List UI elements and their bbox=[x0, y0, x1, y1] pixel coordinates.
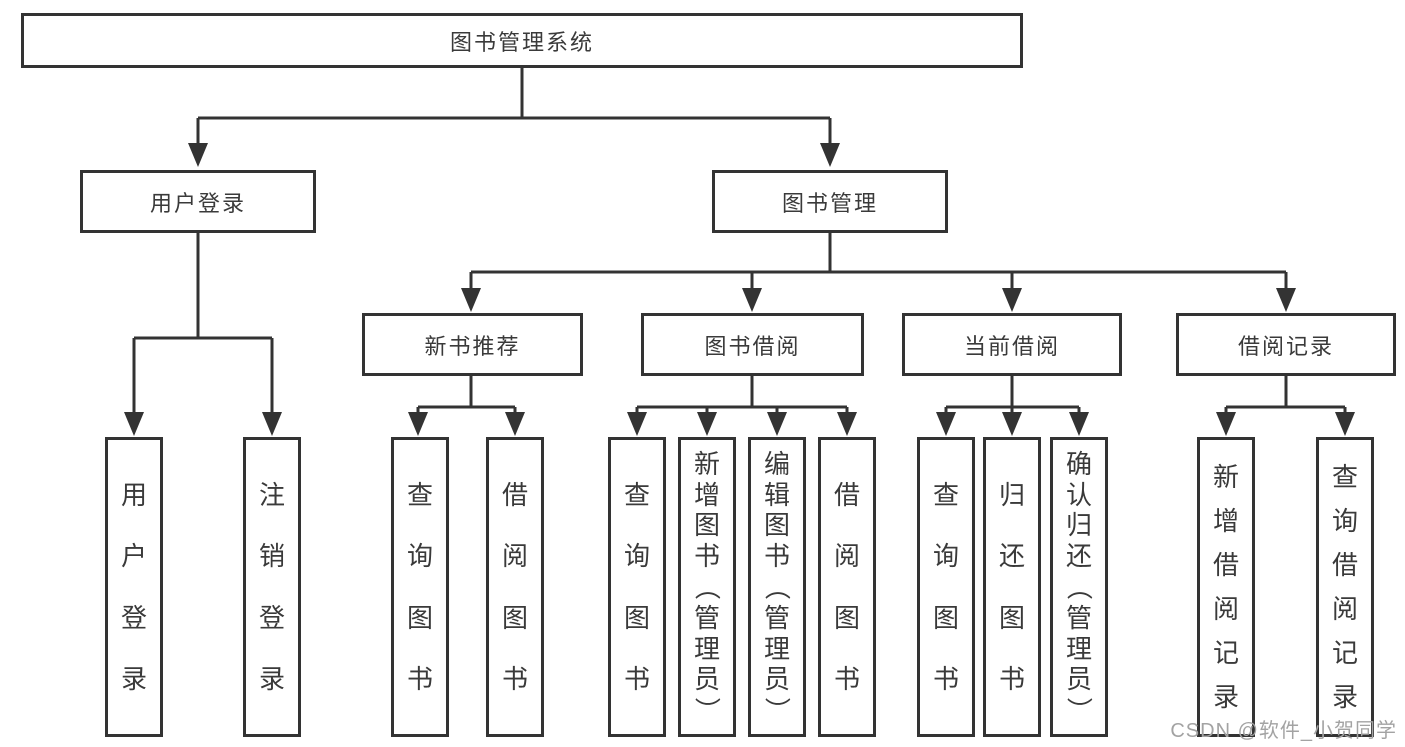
node-root-system: 图书管理系统 bbox=[21, 13, 1023, 68]
arrowhead bbox=[1002, 288, 1022, 312]
arrowhead bbox=[1335, 412, 1355, 436]
leaf-user-login: 用户登录 bbox=[105, 437, 163, 737]
node-borrow-record-label: 借阅记录 bbox=[1237, 333, 1334, 359]
node-book-management: 图书管理 bbox=[712, 170, 948, 233]
arrowhead bbox=[408, 412, 428, 436]
arrowhead bbox=[1069, 412, 1089, 436]
node-user-login: 用户登录 bbox=[80, 170, 316, 233]
arrowhead bbox=[742, 288, 762, 312]
node-book-management-label: 图书管理 bbox=[781, 190, 878, 216]
arrowhead bbox=[820, 143, 840, 167]
leaf-edit-book-admin: 编辑图书（管理员） bbox=[748, 437, 806, 737]
leaf-logout: 注销登录 bbox=[243, 437, 301, 737]
leaf-confirm-return-admin: 确认归还（管理员） bbox=[1050, 437, 1108, 737]
node-new-book-recommend: 新书推荐 bbox=[362, 313, 583, 376]
arrowhead bbox=[837, 412, 857, 436]
node-root-system-label: 图书管理系统 bbox=[449, 29, 594, 55]
node-current-borrow-label: 当前借阅 bbox=[963, 333, 1060, 359]
arrowhead bbox=[1002, 412, 1022, 436]
arrowhead bbox=[124, 412, 144, 436]
leaf-recommend-borrow-books: 借阅图书 bbox=[486, 437, 544, 737]
node-new-book-recommend-label: 新书推荐 bbox=[424, 333, 521, 359]
leaf-recommend-query-books: 查询图书 bbox=[391, 437, 449, 737]
leaf-query-borrow-record: 查询借阅记录 bbox=[1316, 437, 1374, 737]
arrowhead bbox=[936, 412, 956, 436]
leaf-add-book-admin: 新增图书（管理员） bbox=[678, 437, 736, 737]
arrowhead bbox=[505, 412, 525, 436]
leaf-current-query-books: 查询图书 bbox=[917, 437, 975, 737]
node-book-borrow: 图书借阅 bbox=[641, 313, 864, 376]
node-borrow-record: 借阅记录 bbox=[1176, 313, 1396, 376]
arrowhead bbox=[1216, 412, 1236, 436]
leaf-add-borrow-record: 新增借阅记录 bbox=[1197, 437, 1255, 737]
node-user-login-label: 用户登录 bbox=[149, 190, 246, 216]
csdn-watermark: CSDN @软件_小贺同学 bbox=[1170, 720, 1397, 742]
arrowhead bbox=[697, 412, 717, 436]
leaf-return-book: 归还图书 bbox=[983, 437, 1041, 737]
leaf-borrow-books: 借阅图书 bbox=[818, 437, 876, 737]
node-current-borrow: 当前借阅 bbox=[902, 313, 1122, 376]
arrowhead bbox=[767, 412, 787, 436]
arrowhead bbox=[1276, 288, 1296, 312]
arrowhead bbox=[461, 288, 481, 312]
arrowhead bbox=[627, 412, 647, 436]
arrowhead bbox=[188, 143, 208, 167]
leaf-borrow-query-books: 查询图书 bbox=[608, 437, 666, 737]
arrowhead bbox=[262, 412, 282, 436]
node-book-borrow-label: 图书借阅 bbox=[704, 333, 801, 359]
tree-edges bbox=[132, 68, 1347, 416]
